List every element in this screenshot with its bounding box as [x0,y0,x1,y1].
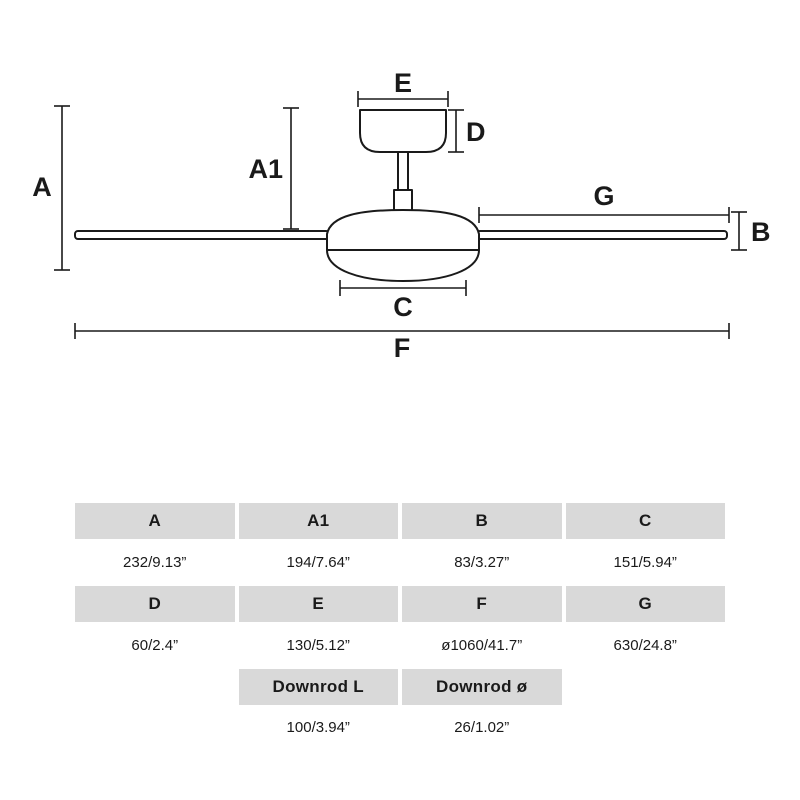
dimensions-table: A A1 B C 232/9.13” 194/7.64” 83/3.27” 15… [75,503,725,749]
downrod-coupler [393,189,413,212]
table-header-cell: E [238,586,398,622]
table-header-row-2: D E F G [75,586,725,622]
table-header-cell: Downrod ø [402,669,562,705]
label-G: G [593,181,614,211]
table-value-cell: 232/9.13” [75,539,235,586]
table-header-row-1: A A1 B C [75,503,725,539]
table-header-cell: G [565,586,725,622]
label-A: A [32,172,52,202]
label-A1: A1 [248,154,283,184]
blade-left [74,230,330,240]
table-header-cell: D [75,586,235,622]
canopy [359,109,447,153]
table-value-cell: 100/3.94” [238,705,398,749]
dim-line-B [731,211,747,251]
dim-line-A [54,105,70,271]
table-header-cell: B [402,503,562,539]
table-value-cell: 151/5.94” [565,539,725,586]
table-value-row-2: 60/2.4” 130/5.12” ø1060/41.7” 630/24.8” [75,622,725,669]
table-empty-cell [566,705,726,749]
dim-line-G [478,207,730,223]
motor-housing [326,209,480,282]
table-header-cell: C [565,503,725,539]
table-value-cell: 130/5.12” [238,622,398,669]
table-value-cell: 26/1.02” [402,705,562,749]
dim-line-F [74,323,730,339]
table-value-cell: 83/3.27” [402,539,562,586]
table-header-cell: A [75,503,235,539]
table-header-row-3: Downrod L Downrod ø [75,669,725,705]
table-value-cell: ø1060/41.7” [402,622,562,669]
table-header-cell: A1 [238,503,398,539]
table-value-row-3: 100/3.94” 26/1.02” [75,705,725,749]
table-value-cell: 194/7.64” [238,539,398,586]
dim-line-D [448,109,464,153]
label-D: D [466,117,486,147]
table-value-row-1: 232/9.13” 194/7.64” 83/3.27” 151/5.94” [75,539,725,586]
label-C: C [393,292,413,322]
fan-dimension-diagram: A A1 E D G B C F [32,68,771,363]
blade-right [476,230,728,240]
table-empty-cell [75,705,235,749]
label-E: E [394,68,412,98]
table-value-cell: 630/24.8” [565,622,725,669]
label-F: F [394,333,411,363]
downrod [397,151,409,191]
table-header-cell: Downrod L [238,669,398,705]
dim-line-E [357,91,449,107]
table-empty-cell [566,669,726,705]
table-header-cell: F [402,586,562,622]
table-value-cell: 60/2.4” [75,622,235,669]
dim-line-A1 [283,107,299,230]
label-B: B [751,217,771,247]
table-empty-cell [75,669,235,705]
fan-diagram-svg: A A1 E D G B C F [32,68,771,363]
dim-line-C [339,280,467,296]
